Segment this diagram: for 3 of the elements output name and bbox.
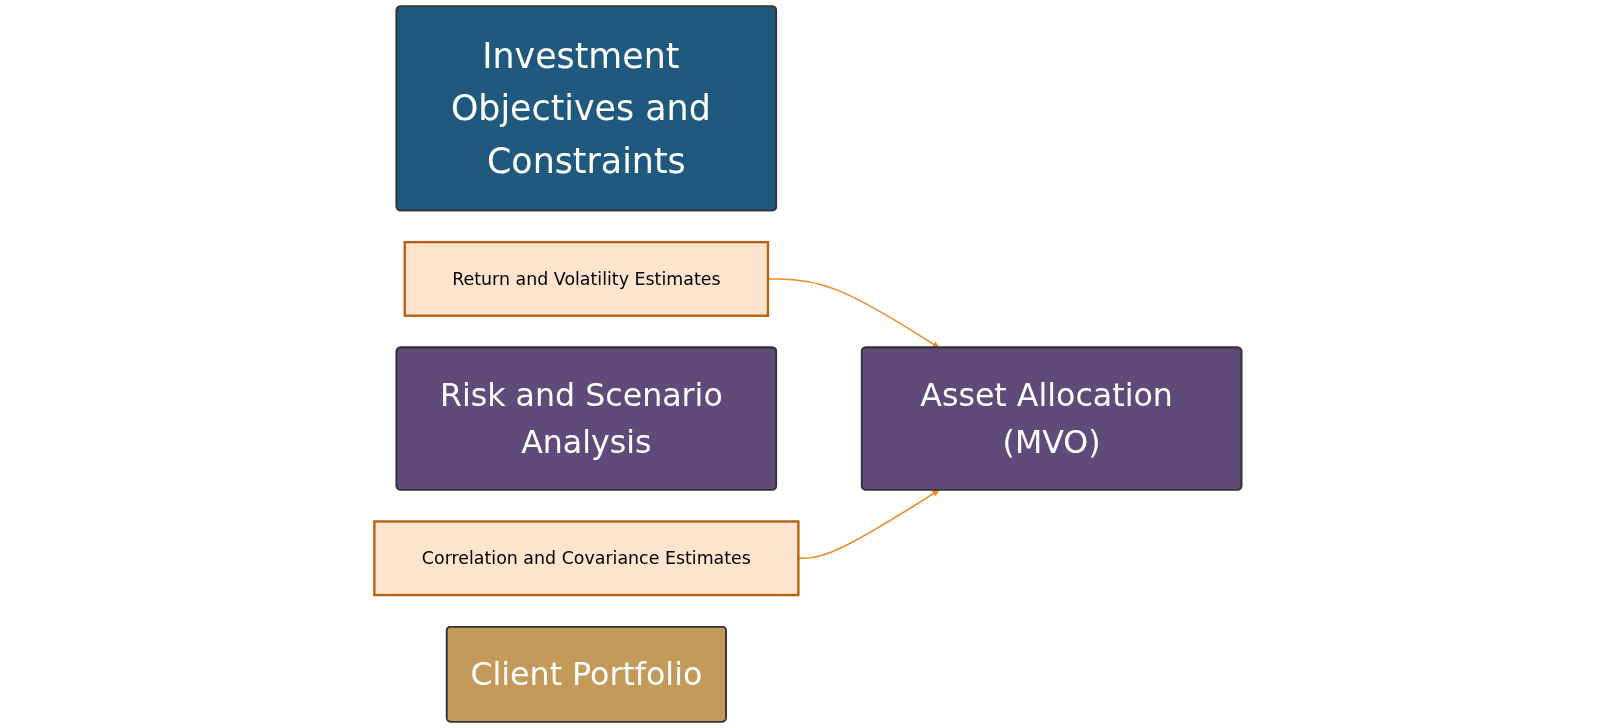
node-box: Return and Volatility Estimates <box>403 240 769 317</box>
node-box: Correlation and Covariance Estimates <box>372 520 800 597</box>
arrow <box>797 489 939 560</box>
